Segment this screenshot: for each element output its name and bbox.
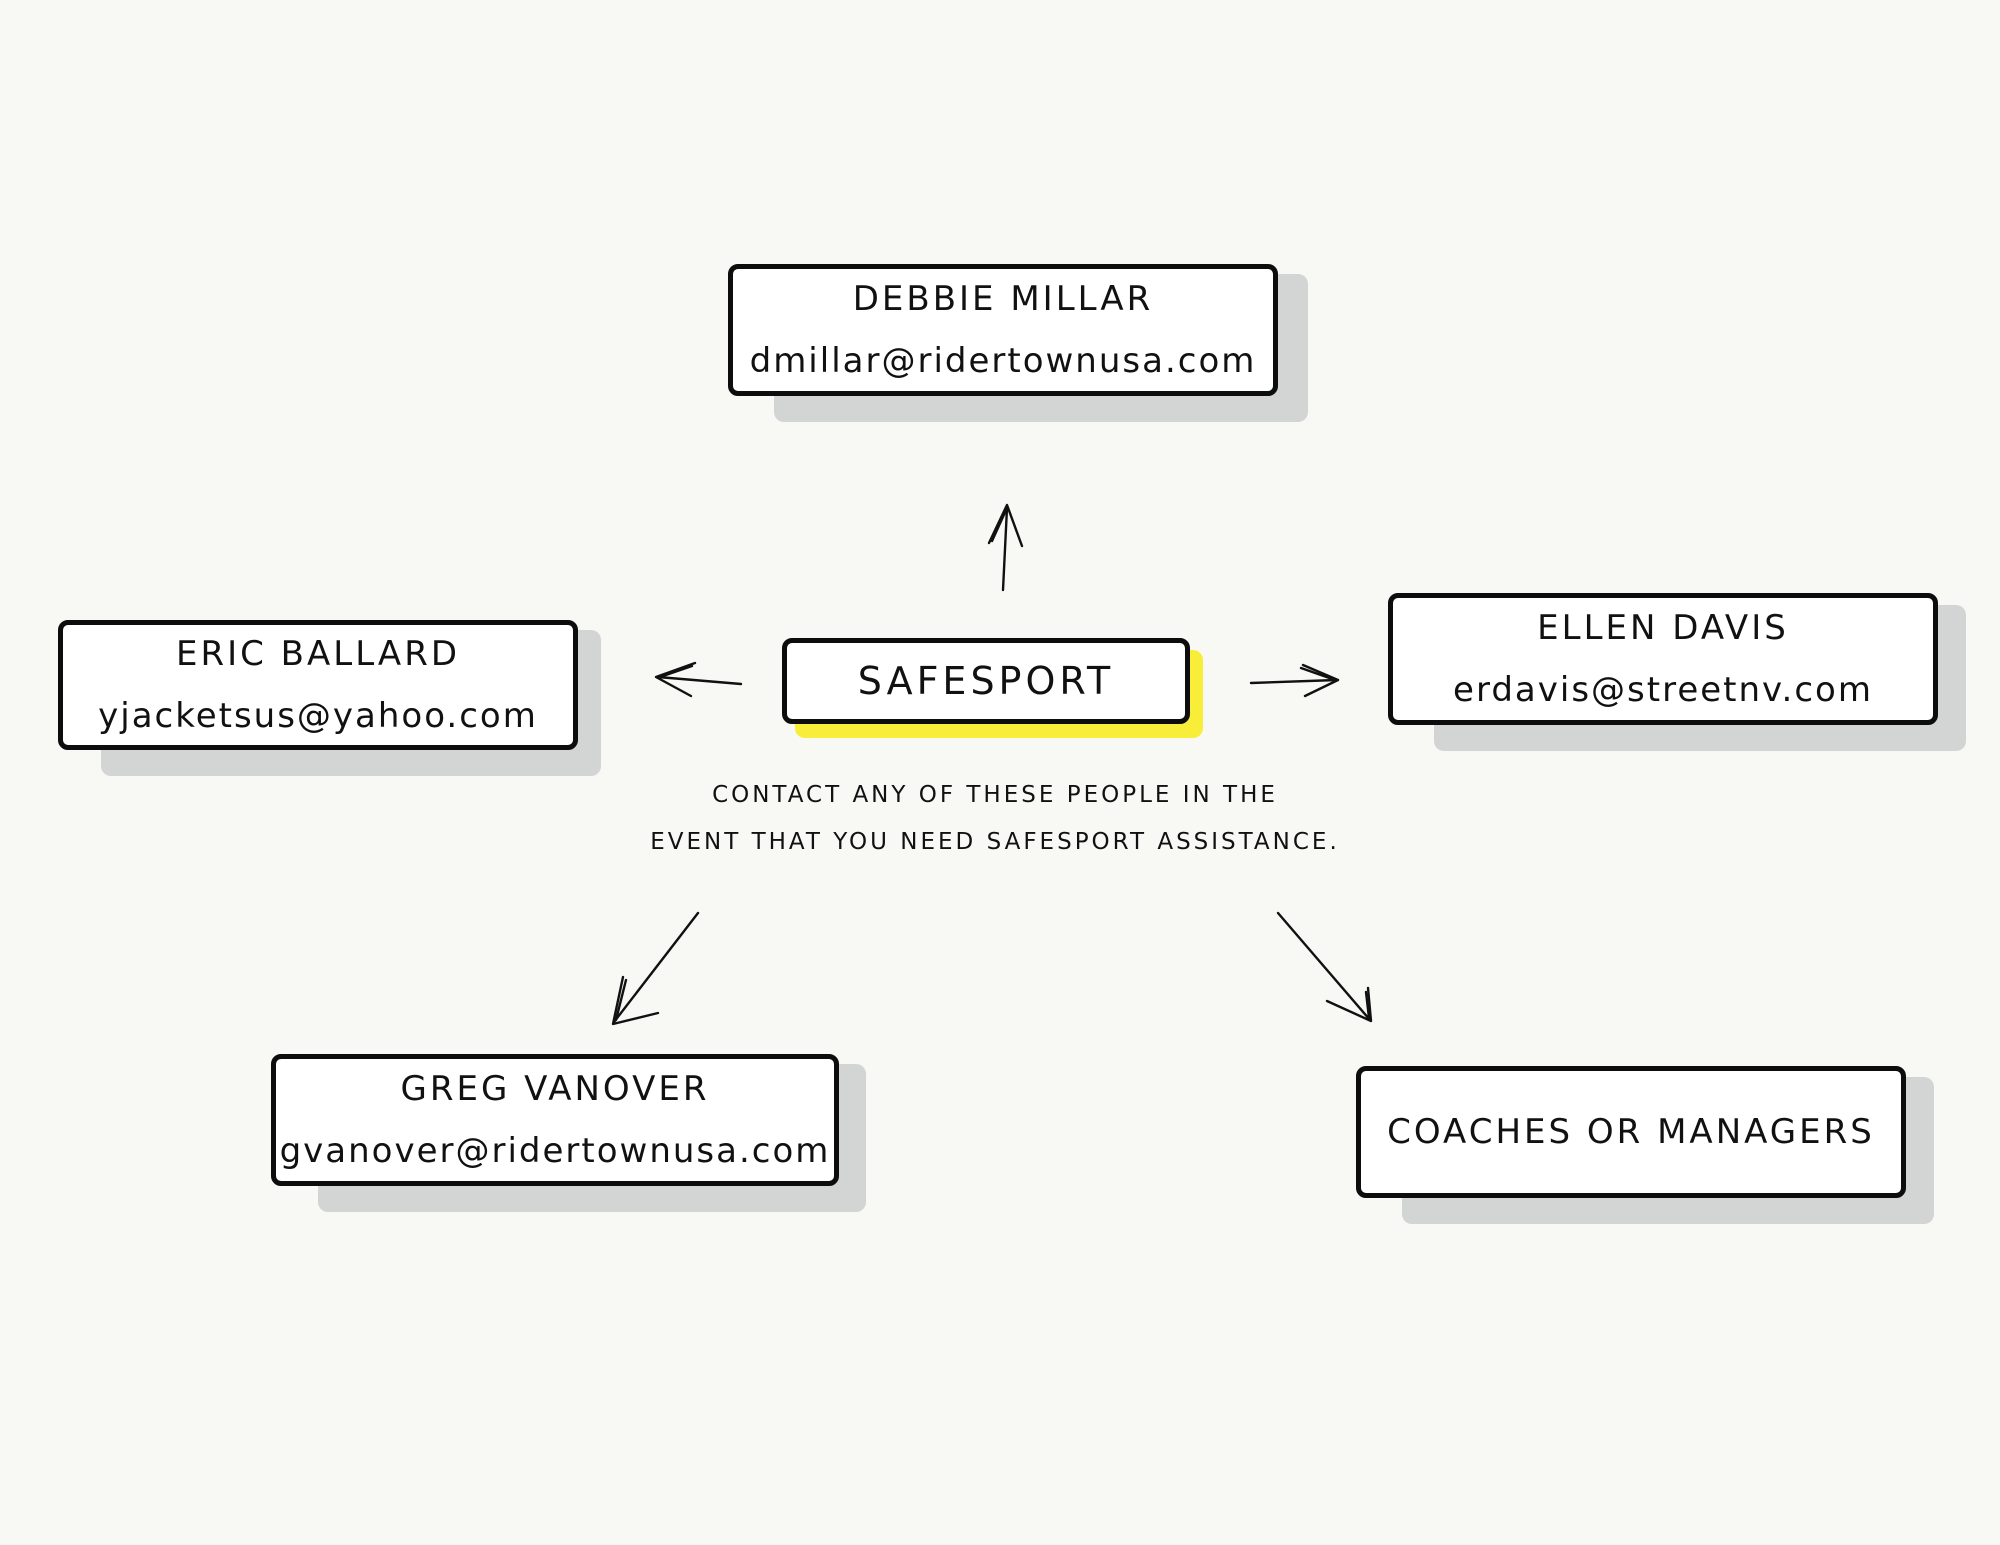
arrow-to-coaches-or-managers bbox=[1276, 911, 1373, 1023]
arrow-to-ellen-davis bbox=[1249, 663, 1340, 698]
instruction-line-1: CONTACT ANY OF THESE PEOPLE IN THE bbox=[712, 782, 1278, 808]
contact-card-ellen-davis: ELLEN DAVIS erdavis@streetnv.com bbox=[1388, 593, 1938, 725]
center-title: SAFESPORT bbox=[857, 659, 1115, 703]
contact-card-eric-ballard: ERIC BALLARD yjacketsus@yahoo.com bbox=[58, 620, 578, 750]
contact-email: dmillar@ridertownusa.com bbox=[749, 341, 1257, 381]
arrow-to-eric-ballard bbox=[654, 661, 743, 698]
instruction-line-2: EVENT THAT YOU NEED SAFESPORT ASSISTANCE… bbox=[650, 829, 1340, 855]
contact-name: DEBBIE MILLAR bbox=[852, 279, 1154, 319]
center-card-safesport: SAFESPORT bbox=[782, 638, 1190, 724]
contact-email: yjacketsus@yahoo.com bbox=[98, 696, 538, 736]
contact-name: ERIC BALLARD bbox=[176, 634, 460, 674]
arrow-to-debbie-millar bbox=[987, 503, 1024, 592]
contact-name: GREG VANOVER bbox=[400, 1069, 710, 1109]
instruction-note: CONTACT ANY OF THESE PEOPLE IN THE EVENT… bbox=[600, 772, 1390, 866]
contact-email: gvanover@ridertownusa.com bbox=[279, 1131, 831, 1171]
contact-name: COACHES OR MANAGERS bbox=[1387, 1112, 1875, 1152]
contact-card-debbie-millar: DEBBIE MILLAR dmillar@ridertownusa.com bbox=[728, 264, 1278, 396]
contact-card-greg-vanover: GREG VANOVER gvanover@ridertownusa.com bbox=[271, 1054, 839, 1186]
contact-name: ELLEN DAVIS bbox=[1537, 608, 1789, 648]
arrow-to-greg-vanover bbox=[611, 911, 700, 1026]
contact-card-coaches-or-managers: COACHES OR MANAGERS bbox=[1356, 1066, 1906, 1198]
contact-email: erdavis@streetnv.com bbox=[1453, 670, 1873, 710]
